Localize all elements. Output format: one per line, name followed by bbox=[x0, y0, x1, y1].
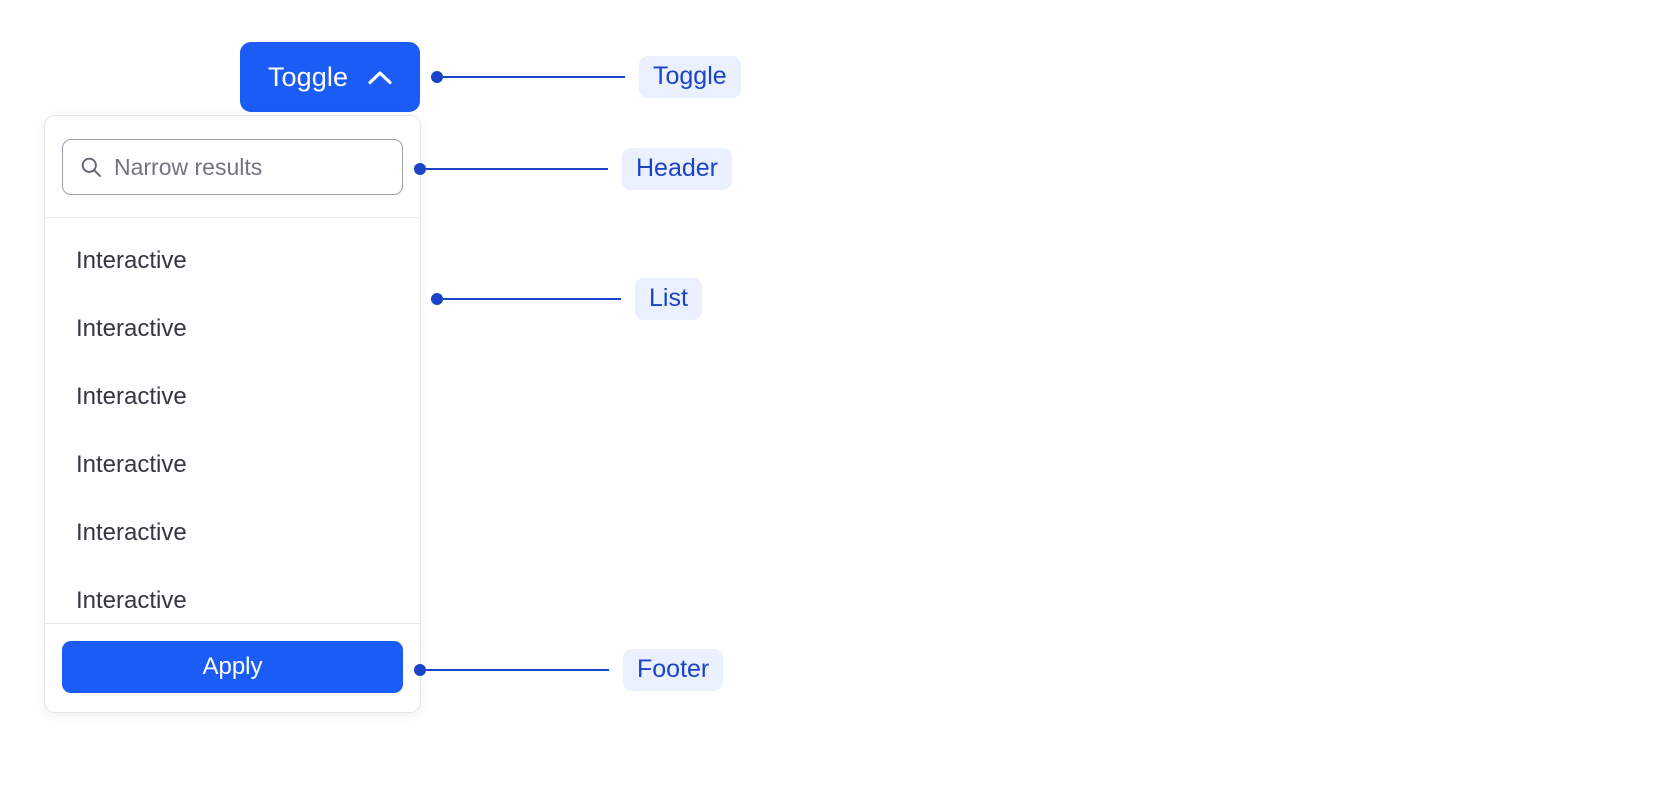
callout-line bbox=[426, 669, 609, 671]
dropdown-header bbox=[45, 116, 420, 218]
callout-footer: Footer bbox=[414, 648, 724, 692]
list-item[interactable]: Interactive bbox=[76, 451, 187, 478]
callout-line bbox=[426, 168, 608, 170]
callout-label: Footer bbox=[623, 649, 724, 691]
toggle-button-label: Toggle bbox=[267, 61, 349, 92]
callout-line bbox=[443, 76, 625, 78]
callout-label: List bbox=[635, 278, 702, 320]
list-item[interactable]: Interactive bbox=[76, 247, 187, 274]
list-item[interactable]: Interactive bbox=[76, 587, 187, 614]
callout-toggle: Toggle bbox=[431, 55, 741, 99]
callout-label: Toggle bbox=[639, 56, 741, 98]
apply-button[interactable]: Apply bbox=[62, 641, 403, 693]
callout-dot-icon bbox=[431, 293, 443, 305]
callout-dot-icon bbox=[414, 163, 426, 175]
search-icon bbox=[81, 157, 101, 177]
chevron-up-icon bbox=[368, 70, 392, 84]
callout-line bbox=[443, 298, 621, 300]
list-item[interactable]: Interactive bbox=[76, 519, 187, 546]
dropdown-list[interactable]: Interactive Interactive Interactive Inte… bbox=[45, 218, 420, 623]
search-input[interactable] bbox=[63, 140, 402, 194]
list-item[interactable]: Interactive bbox=[76, 315, 187, 342]
callout-dot-icon bbox=[414, 664, 426, 676]
dropdown-panel: Interactive Interactive Interactive Inte… bbox=[44, 115, 421, 713]
callout-list: List bbox=[431, 277, 702, 321]
dropdown-footer: Apply bbox=[45, 623, 420, 712]
search-field[interactable] bbox=[62, 139, 403, 195]
callout-header: Header bbox=[414, 147, 732, 191]
callout-label: Header bbox=[622, 148, 732, 190]
toggle-button[interactable]: Toggle bbox=[240, 42, 420, 112]
list-item[interactable]: Interactive bbox=[76, 383, 187, 410]
callout-dot-icon bbox=[431, 71, 443, 83]
